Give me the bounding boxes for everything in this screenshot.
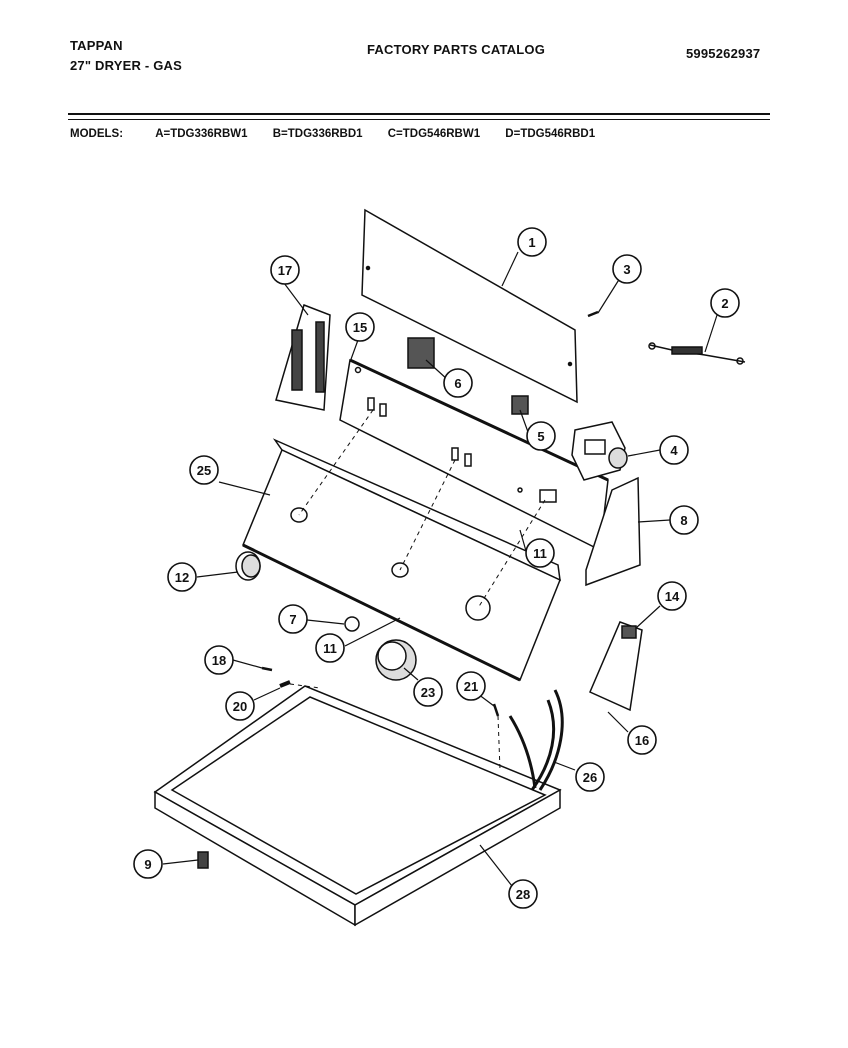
callout-3: 3 bbox=[623, 262, 630, 277]
callout-leaders bbox=[162, 251, 719, 887]
part-console bbox=[242, 438, 561, 682]
part-control-bracket bbox=[339, 358, 609, 552]
catalog-title: FACTORY PARTS CATALOG bbox=[367, 42, 546, 57]
callout-11-upper: 11 bbox=[533, 546, 547, 561]
callout-7: 7 bbox=[289, 612, 296, 627]
model-a: A=TDG336RBW1 bbox=[155, 128, 248, 140]
part-rear-panel bbox=[361, 208, 578, 404]
callout-17: 17 bbox=[278, 263, 292, 278]
callout-26: 26 bbox=[583, 770, 597, 785]
model-d: D=TDG546RBD1 bbox=[505, 128, 596, 140]
callout-21: 21 bbox=[464, 679, 478, 694]
callout-6: 6 bbox=[454, 376, 461, 391]
header-rule bbox=[68, 113, 770, 115]
callout-numbers: 1 2 3 4 5 6 7 8 9 11 11 12 14 15 16 17 1… bbox=[144, 235, 728, 902]
callout-5: 5 bbox=[537, 429, 544, 444]
callout-23: 23 bbox=[421, 685, 435, 700]
part-top-panel bbox=[153, 685, 562, 927]
part-knob-12 bbox=[235, 551, 261, 581]
part-wire-harness bbox=[508, 689, 564, 791]
part-switch-5 bbox=[511, 395, 529, 415]
header-rule-thin bbox=[68, 119, 770, 120]
model-b: B=TDG336RBD1 bbox=[272, 128, 363, 140]
product-description: 27" DRYER - GAS bbox=[70, 58, 182, 73]
callout-16: 16 bbox=[635, 733, 649, 748]
callout-12: 12 bbox=[175, 570, 189, 585]
callout-4: 4 bbox=[670, 443, 678, 458]
callout-14: 14 bbox=[665, 589, 680, 604]
callout-2: 2 bbox=[721, 296, 728, 311]
part-button-7 bbox=[344, 616, 360, 632]
callout-25: 25 bbox=[197, 463, 211, 478]
models-label: MODELS: bbox=[70, 128, 124, 140]
alignment-lines bbox=[289, 409, 546, 771]
part-left-bracket bbox=[275, 304, 331, 411]
part-screw-18 bbox=[261, 666, 273, 672]
part-timer bbox=[571, 421, 628, 481]
callout-20: 20 bbox=[233, 699, 247, 714]
part-harness bbox=[648, 342, 746, 365]
part-end-cap bbox=[585, 476, 641, 587]
part-clip-20 bbox=[279, 680, 291, 688]
models-line: MODELS: A=TDG336RBW1 B=TDG336RBD1 C=TDG5… bbox=[70, 128, 617, 140]
callout-28: 28 bbox=[516, 887, 530, 902]
callout-15: 15 bbox=[353, 320, 367, 335]
brand-name: TAPPAN bbox=[70, 38, 123, 53]
part-screw bbox=[587, 310, 599, 318]
catalog-number: 5995262937 bbox=[686, 46, 761, 61]
part-screw-21 bbox=[492, 703, 500, 717]
part-knob-23 bbox=[375, 639, 417, 681]
callout-11-lower: 11 bbox=[323, 641, 337, 656]
part-foot bbox=[197, 851, 209, 869]
callout-bubbles bbox=[133, 227, 740, 909]
callout-1: 1 bbox=[528, 235, 535, 250]
model-c: C=TDG546RBW1 bbox=[387, 128, 481, 140]
part-door-switch bbox=[589, 621, 643, 712]
callout-18: 18 bbox=[212, 653, 226, 668]
callout-8: 8 bbox=[680, 513, 687, 528]
callout-9: 9 bbox=[144, 857, 151, 872]
